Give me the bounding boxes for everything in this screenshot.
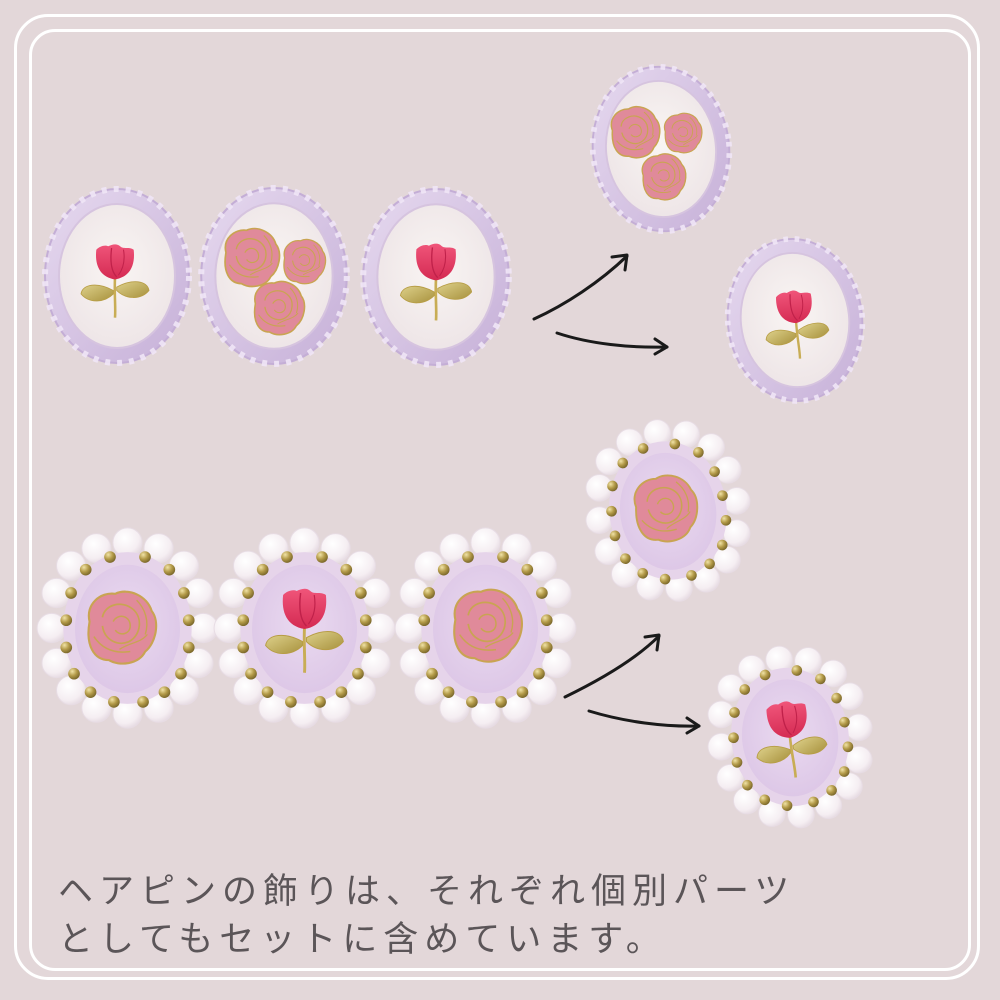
- scalloped-cameo-red-rose-left: [42, 186, 192, 366]
- scalloped-cameo-three-pink-roses: [195, 185, 353, 367]
- outer-white-border: [14, 14, 980, 980]
- separated-part-single-red-rose-scalloped: [716, 223, 874, 417]
- pearl-cameo-pink-rose-left: [36, 527, 219, 729]
- caption-line-2: としてもセットに含めています。: [58, 920, 667, 960]
- separated-part-red-rose-pearl: [694, 622, 886, 852]
- scalloped-cameo-red-rose-right: [358, 186, 514, 368]
- inner-white-border: [29, 29, 971, 971]
- caption: ヘアピンの飾りは、それぞれ個別パーツ としてもセットに含めています。: [58, 868, 795, 964]
- pearl-cameo-pink-rose-right: [394, 527, 577, 729]
- separated-part-pink-rose-pearl: [572, 398, 764, 623]
- separated-part-three-pink-roses: [581, 51, 741, 247]
- caption-line-1: ヘアピンの飾りは、それぞれ個別パーツ: [58, 872, 796, 912]
- pearl-cameo-red-rose-middle: [213, 527, 396, 729]
